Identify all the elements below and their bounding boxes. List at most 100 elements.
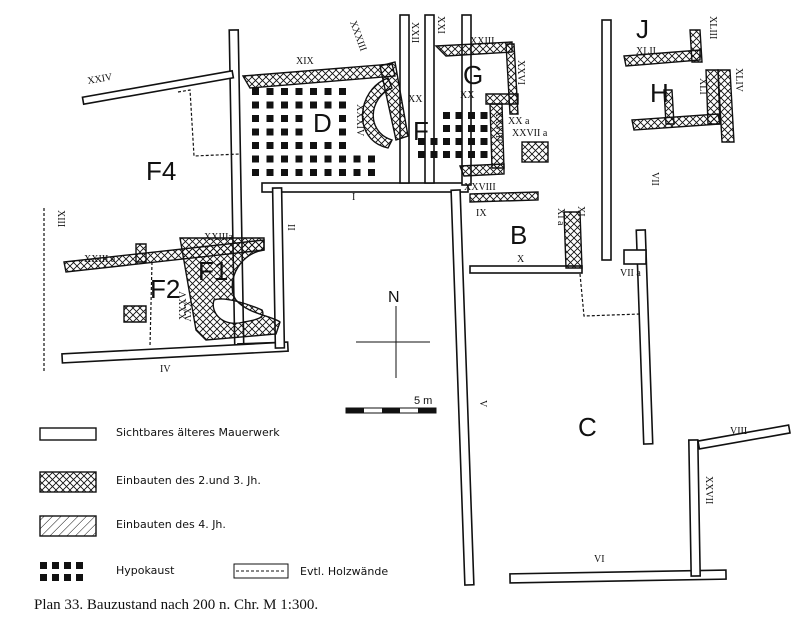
older-masonry-walls: [61, 14, 791, 586]
legend-swatch-wooden-walls: [233, 563, 289, 579]
wall-xia: XI a: [555, 208, 566, 226]
wall-ii: II: [285, 224, 296, 231]
legend-label-4-century: Einbauten des 4. Jh.: [116, 518, 226, 531]
hypocaust-pillar: [266, 101, 274, 109]
wall-xxxiv: XXXIV: [354, 104, 365, 137]
hypocaust-pillar: [468, 138, 475, 145]
hypocaust-pillar: [339, 169, 346, 176]
hypocaust-pillar: [468, 112, 475, 119]
hypocaust-pillar: [295, 115, 303, 122]
hypocaust-pillar: [310, 88, 317, 95]
hypocaust-pillar: [468, 151, 475, 158]
legend-label-2-3-century: Einbauten des 2.und 3. Jh.: [116, 474, 261, 487]
room-label-f2: F2: [150, 274, 180, 304]
hypocaust-pillar: [295, 142, 303, 149]
hypocaust-pillar: [353, 155, 361, 163]
legend-swatch-older-masonry: [39, 427, 97, 441]
north-label: N: [388, 289, 400, 306]
hypocaust-pillar: [310, 169, 317, 176]
wall-xxvii-lower: XXVII: [703, 476, 714, 504]
wall-xlii: XLII: [636, 46, 656, 57]
wall-viii: VIII: [730, 426, 747, 437]
crosshatch-walls: [63, 29, 735, 341]
scale-label: 5 m: [414, 395, 432, 407]
hypocaust-pillar: [455, 138, 463, 145]
hypocaust-pillar: [339, 115, 346, 122]
hypocaust-pillar: [310, 155, 317, 163]
wall-xxii: XXII: [409, 22, 420, 43]
hypocaust-pillar: [295, 155, 303, 163]
hypocaust-pillar: [418, 138, 425, 145]
room-label-c: C: [578, 412, 597, 442]
room-label-f4: F4: [146, 156, 176, 186]
hypocaust-pillar: [443, 151, 450, 158]
hypocaust-pillar: [443, 125, 450, 132]
hypocaust-pillar: [252, 128, 259, 136]
wall-xxiii: XXIII: [470, 36, 494, 47]
hypocaust-pillar: [310, 101, 317, 109]
wall-xxiiia: XXIII a: [84, 254, 116, 265]
hypocaust-pillar: [455, 151, 463, 158]
hypocaust-pillar: [281, 128, 288, 136]
wall-viia: VII a: [620, 268, 641, 279]
wall-xix: XIX: [296, 56, 315, 67]
hypocaust-pillar: [295, 128, 303, 136]
hypocaust-pillar: [252, 115, 259, 122]
room-label-j: J: [636, 14, 649, 44]
hypocaust-pillar: [295, 88, 303, 95]
wall-xxviii-vertical: XXVIII: [493, 110, 504, 142]
wall-v: V: [477, 400, 488, 408]
hypocaust-pillar: [266, 88, 274, 95]
hypocaust-pillar: [339, 155, 346, 163]
wall-x: X: [517, 254, 525, 265]
hypocaust-pillar: [480, 151, 488, 158]
wall-xiii: XIII: [55, 210, 66, 227]
wall-xliv: XLIV: [733, 68, 744, 93]
hypocaust-pillar: [480, 125, 488, 132]
wall-ix: IX: [476, 208, 487, 219]
room-label-d: D: [313, 108, 332, 138]
hypocaust-pillar: [252, 88, 259, 95]
wall-iv: IV: [160, 364, 171, 375]
hypocaust-pillar: [418, 151, 425, 158]
wall-xxxv: XXXV: [178, 290, 189, 320]
wall-i: I: [352, 192, 355, 203]
hypocaust-pillar: [443, 112, 450, 119]
hypocaust-pillar: [281, 155, 288, 163]
hypocaust-pillar: [339, 88, 346, 95]
wall-xxa: XX a: [508, 116, 530, 127]
legend-label-older-masonry: Sichtbares älteres Mauerwerk: [116, 426, 280, 439]
wall-xxviii: XXVIII: [464, 182, 496, 193]
hypocaust-pillar: [281, 115, 288, 122]
hypocaust-pillar: [281, 142, 288, 149]
hypocaust-pillar: [324, 169, 332, 176]
hypocaust-pillar: [430, 151, 438, 158]
hypocaust-pillar: [295, 169, 303, 176]
hypocaust-pillar: [324, 88, 332, 95]
hypocaust-pillar: [339, 128, 346, 136]
wall-xx-b: XX: [460, 90, 475, 101]
hypocaust-pillar: [324, 155, 332, 163]
hypocaust-pillar: [324, 142, 332, 149]
hypocaust-pillar: [266, 115, 274, 122]
hypocaust-pillar: [266, 155, 274, 163]
hypocaust-pillar: [480, 138, 488, 145]
hypocaust-pillar: [281, 101, 288, 109]
hypocaust-pillar: [443, 138, 450, 145]
wall-xxv: XXV: [181, 300, 192, 322]
legend-symbols: [39, 427, 289, 581]
hypocaust-pillar: [266, 169, 274, 176]
hypocaust-pillar: [455, 112, 463, 119]
hypocaust-pillar: [310, 142, 317, 149]
wall-xxi: XXI: [435, 16, 446, 34]
wall-xxvi: XXVI: [515, 60, 526, 85]
wall-vi: VI: [594, 554, 605, 565]
hypocaust-pillar: [480, 112, 488, 119]
hypocaust-pillar: [339, 101, 346, 109]
hypocaust-pillar: [252, 169, 259, 176]
room-label-h: H: [650, 78, 669, 108]
wall-vii: VII: [649, 172, 660, 186]
wall-xxiv: XXIV: [87, 72, 114, 87]
hypocaust-pillar: [339, 142, 346, 149]
